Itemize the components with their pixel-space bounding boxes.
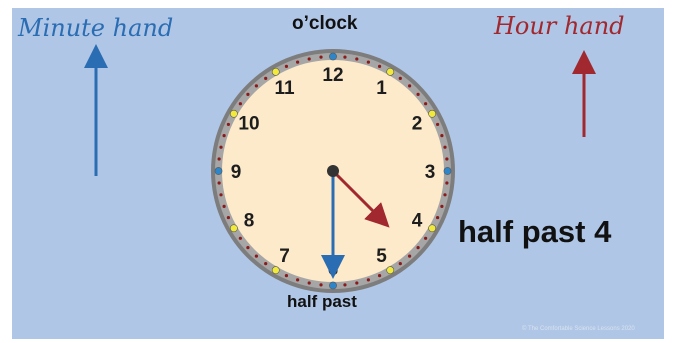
minute-tick-dot: [343, 56, 346, 59]
minute-tick-dot: [378, 274, 381, 277]
minute-tick-dot: [223, 205, 226, 208]
minute-tick-dot: [285, 274, 288, 277]
minute-tick-dot: [355, 57, 358, 60]
minute-tick-dot: [308, 57, 311, 60]
minute-tick-dot: [399, 262, 402, 265]
clock-number-9: 9: [231, 162, 242, 183]
hour-marker-dot: [329, 53, 336, 60]
minute-tick-dot: [378, 65, 381, 68]
minute-tick-dot: [255, 84, 258, 87]
minute-tick-dot: [285, 65, 288, 68]
minute-tick-dot: [408, 84, 411, 87]
minute-tick-dot: [436, 216, 439, 219]
minute-tick-dot: [219, 193, 222, 196]
hour-marker-dot: [272, 68, 279, 75]
minute-tick-dot: [227, 123, 230, 126]
minute-tick-dot: [440, 205, 443, 208]
footer-copyright: © The Comfortable Science Lessons 2020: [522, 326, 635, 332]
minute-tick-dot: [218, 181, 221, 184]
minute-tick-dot: [416, 246, 419, 249]
hour-marker-dot: [429, 225, 436, 232]
minute-tick-dot: [239, 237, 242, 240]
minute-tick-dot: [424, 237, 427, 240]
clock-number-11: 11: [274, 78, 295, 99]
clock-number-5: 5: [376, 246, 387, 267]
hour-marker-dot: [387, 267, 394, 274]
clock-number-8: 8: [244, 211, 255, 232]
hour-marker-dot: [429, 110, 436, 117]
minute-tick-dot: [219, 146, 222, 149]
minute-tick-dot: [443, 146, 446, 149]
minute-tick-dot: [399, 77, 402, 80]
clock-number-4: 4: [412, 211, 423, 232]
minute-tick-dot: [296, 278, 299, 281]
minute-tick-dot: [218, 157, 221, 160]
minute-tick-dot: [264, 262, 267, 265]
minute-tick-dot: [355, 281, 358, 284]
minute-tick-dot: [440, 134, 443, 137]
minute-tick-dot: [367, 61, 370, 64]
clock-number-12: 12: [322, 65, 343, 86]
minute-tick-dot: [246, 93, 249, 96]
minute-tick-dot: [343, 283, 346, 286]
minute-tick-dot: [445, 181, 448, 184]
minute-tick-dot: [308, 281, 311, 284]
hour-marker-dot: [387, 68, 394, 75]
clock-number-3: 3: [425, 162, 436, 183]
minute-tick-dot: [424, 102, 427, 105]
clock-number-1: 1: [376, 78, 387, 99]
half-past-label: half past: [287, 292, 357, 312]
minute-tick-dot: [264, 77, 267, 80]
minute-tick-dot: [367, 278, 370, 281]
minute-tick-dot: [445, 157, 448, 160]
hour-marker-dot: [329, 282, 336, 289]
hour-marker-dot: [230, 110, 237, 117]
minute-tick-dot: [416, 93, 419, 96]
minute-tick-dot: [296, 61, 299, 64]
hour-marker-dot: [444, 167, 451, 174]
minute-tick-dot: [223, 134, 226, 137]
clock-number-10: 10: [238, 114, 259, 135]
minute-tick-dot: [255, 254, 258, 257]
minute-tick-dot: [227, 216, 230, 219]
hour-marker-dot: [272, 267, 279, 274]
clock-number-7: 7: [279, 246, 290, 267]
hour-marker-dot: [230, 225, 237, 232]
minute-tick-dot: [319, 283, 322, 286]
clock-center-pin: [327, 165, 339, 177]
minute-tick-dot: [319, 56, 322, 59]
hour-marker-dot: [215, 167, 222, 174]
minute-tick-dot: [239, 102, 242, 105]
minute-tick-dot: [436, 123, 439, 126]
minute-tick-dot: [246, 246, 249, 249]
time-caption: half past 4: [458, 214, 611, 250]
minute-tick-dot: [408, 254, 411, 257]
clock-number-2: 2: [412, 114, 423, 135]
minute-tick-dot: [443, 193, 446, 196]
